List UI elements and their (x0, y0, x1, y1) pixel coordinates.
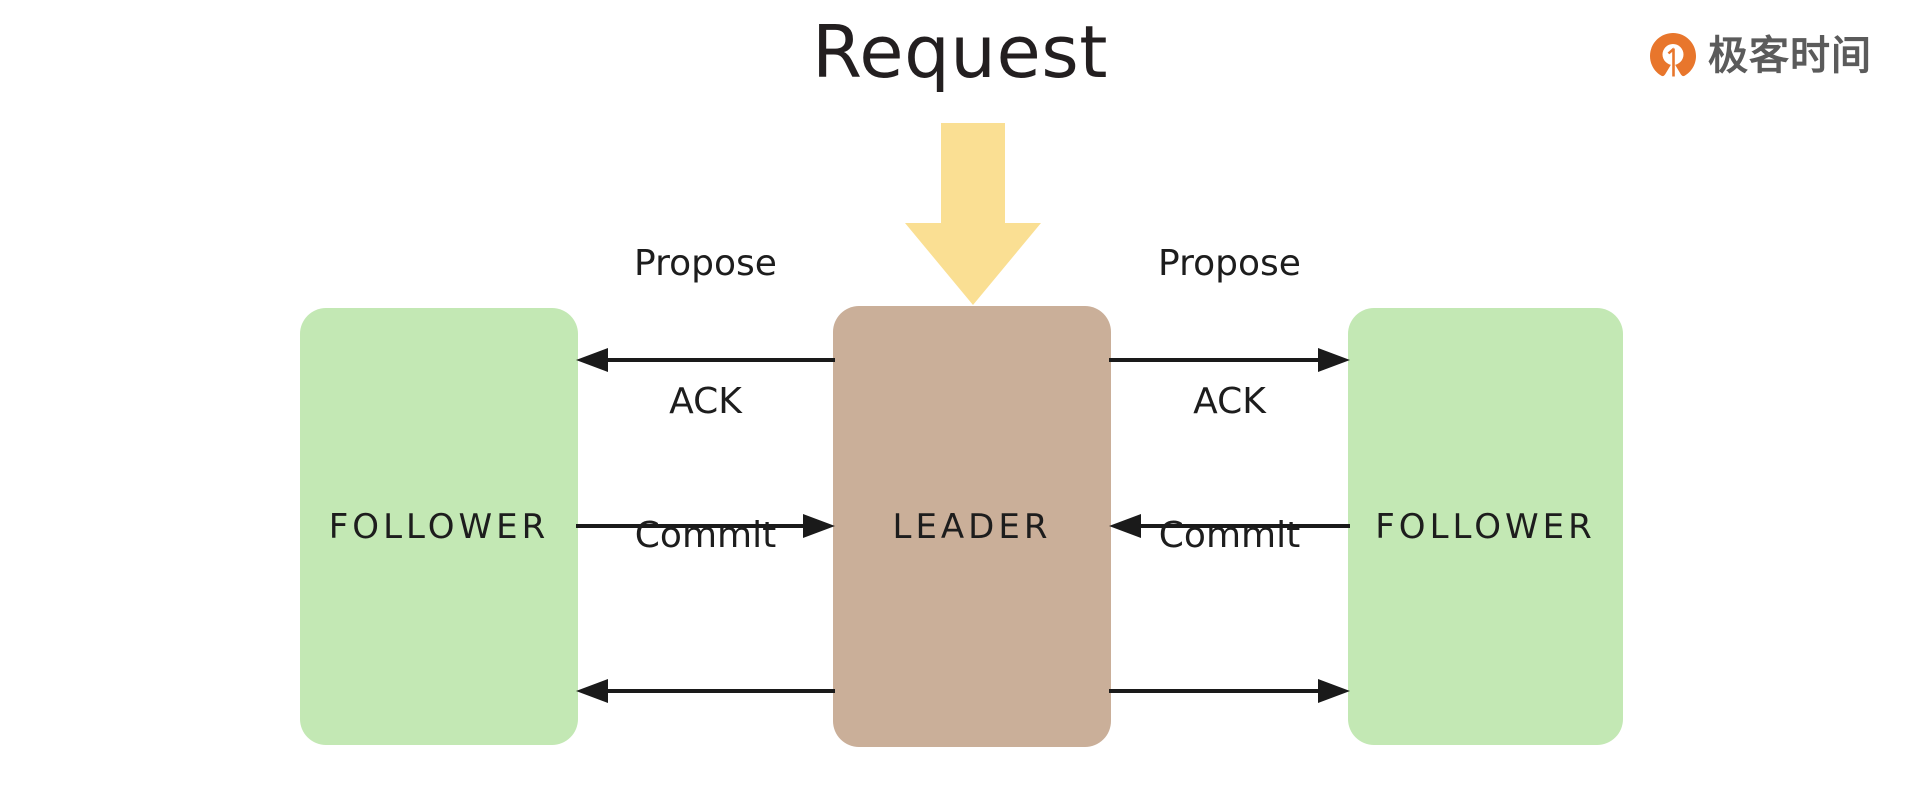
message-label-propose-right: Propose (1158, 243, 1301, 284)
message-label-ack-right: ACK (1193, 381, 1266, 422)
arrow-right-commit (1109, 679, 1350, 703)
arrow-left-ack (1109, 514, 1350, 538)
brand-logo: 极客时间 (1648, 31, 1872, 81)
node-follower-left[interactable]: FOLLOWER (300, 308, 578, 745)
geektime-pin-icon (1650, 33, 1696, 77)
arrow-left-propose (576, 348, 835, 372)
arrow-left-commit (576, 679, 835, 703)
node-follower-right[interactable]: FOLLOWER (1348, 308, 1623, 745)
message-label-commit-right: Commit (1158, 515, 1301, 556)
message-label-commit-left: Commit (634, 515, 777, 556)
down-arrow-icon (905, 123, 1041, 305)
brand-name: 极客时间 (1708, 33, 1872, 79)
node-leader[interactable]: LEADER (833, 306, 1111, 747)
node-label: FOLLOWER (1375, 506, 1596, 547)
arrow-right-propose (1109, 348, 1350, 372)
node-label: LEADER (892, 506, 1052, 547)
message-label-ack-left: ACK (669, 381, 742, 422)
message-label-propose-left: Propose (634, 243, 777, 284)
node-label: FOLLOWER (328, 506, 550, 547)
page-title: Request (812, 10, 1108, 94)
arrow-right-ack (576, 514, 835, 538)
